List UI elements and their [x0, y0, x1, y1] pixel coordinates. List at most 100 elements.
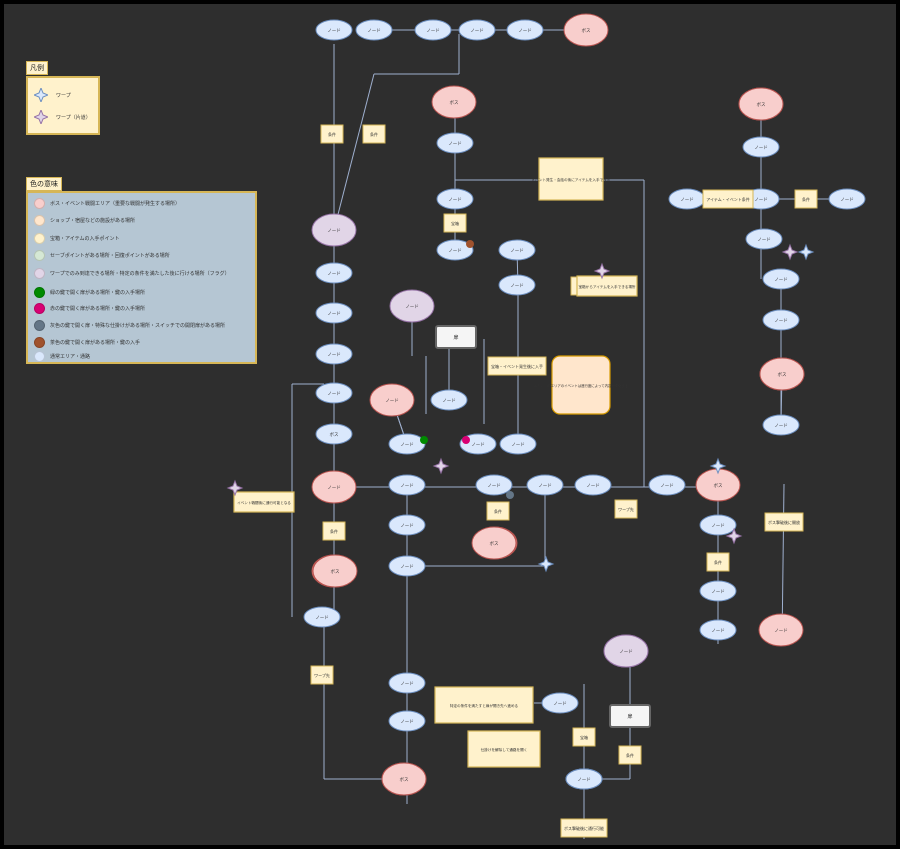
node-n28: ノード	[388, 474, 426, 496]
node-label: ノード	[400, 682, 414, 687]
node-n39: ノード	[699, 514, 737, 536]
legend-color-row: 緑の鍵で開く扉がある場所・鍵の入手場所	[34, 287, 145, 298]
key-dot	[466, 240, 474, 248]
legend-color-row: 通常エリア・通路	[34, 351, 90, 362]
orange-memo: メモ：このエリアのイベントは進行度によって内容が変化する	[534, 355, 629, 415]
node-label: ノード	[400, 524, 414, 529]
node-label: ノード	[511, 443, 525, 448]
node-label: ノード	[754, 198, 768, 203]
big-note-b1: イベント発生・会話の後にアイテムを入手できる	[532, 157, 611, 201]
note-label: ワープ先	[618, 506, 634, 512]
node-label: ノード	[400, 720, 414, 725]
door-box-label: 扉	[627, 713, 632, 720]
node-shape	[699, 580, 737, 602]
node-label: ノード	[510, 284, 524, 289]
color-swatch	[34, 287, 45, 298]
legend-color-label: 灰色の鍵で開く扉・特殊な仕掛けがある場所・スイッチでの開閉扉がある場所	[50, 323, 226, 329]
node-shape	[315, 343, 353, 365]
node-shape	[541, 692, 579, 714]
node-shape	[389, 289, 435, 323]
node-shape	[388, 710, 426, 732]
node-n12: ノード	[498, 274, 536, 296]
node-shape	[762, 309, 800, 331]
legend-color-label: 宝箱・アイテムの入手ポイント	[50, 236, 120, 242]
edge-line	[333, 73, 375, 231]
note-t9: ボス撃破後に開放	[764, 512, 804, 532]
node-label: ボス	[450, 99, 459, 106]
legend-color-label: セーブポイントがある場所・回復ポイントがある場所	[50, 253, 170, 259]
node-label: ボス	[582, 27, 591, 34]
node-n50: ノード	[745, 228, 783, 250]
node-shape	[388, 672, 426, 694]
one-way-warp-icon	[34, 110, 48, 124]
note-label: 条件	[714, 559, 722, 565]
node-n33: ノード	[574, 474, 612, 496]
node-label: ノード	[577, 778, 591, 783]
note-box	[487, 356, 547, 376]
node-n53: ノード	[762, 309, 800, 331]
node-shape	[436, 188, 474, 210]
node-label: ボス	[490, 540, 499, 547]
door-box-g1: 扉	[435, 325, 477, 349]
node-n51: ノード	[762, 268, 800, 290]
node-n42: ノード	[758, 613, 804, 647]
node-n36: ノード	[388, 514, 426, 536]
node-shape	[762, 268, 800, 290]
note-label: 宝箱・イベント発生後に入手	[491, 363, 543, 369]
color-swatch	[34, 233, 45, 244]
note-box	[486, 501, 510, 521]
node-n23: ノード	[369, 383, 415, 417]
legend-colors-panel: ボス・イベント戦闘エリア（重要な戦闘が発生する場所） ショップ・宿屋などの施設が…	[26, 191, 257, 364]
note-t6: 条件	[486, 501, 510, 521]
big-note-box	[467, 730, 541, 768]
node-label: ノード	[774, 424, 788, 429]
note-t5: 条件	[322, 521, 346, 541]
node-n3: ノード	[414, 19, 452, 41]
node-shape	[471, 526, 517, 560]
node-n14: ノード	[315, 262, 353, 284]
node-n58: ノード	[388, 710, 426, 732]
node-n41: ノード	[699, 619, 737, 641]
legend-color-label: ワープでのみ到達できる場所・特定の条件を満たした後に行ける場所（フラグ）	[50, 271, 230, 277]
node-shape	[355, 19, 393, 41]
node-label: ノード	[327, 312, 341, 317]
node-shape	[475, 474, 513, 496]
node-label: ノード	[660, 484, 674, 489]
note-t4: 宝箱・イベント発生後に入手	[487, 356, 547, 376]
node-label: ノード	[757, 238, 771, 243]
note-box	[702, 189, 754, 209]
node-label: ノード	[680, 198, 694, 203]
key-dot	[506, 491, 514, 499]
node-label: ノード	[774, 319, 788, 324]
color-swatch	[34, 320, 45, 331]
legend-colors-title: 色の意味	[30, 180, 58, 188]
shapes: ノードノードノードノードノードボスボスノードノードノードノードノードノードノード…	[226, 13, 866, 838]
node-label: ボス	[714, 482, 723, 489]
node-label: ノード	[840, 198, 854, 203]
node-shape	[506, 19, 544, 41]
node-n25: ノード	[388, 433, 426, 455]
note-box	[443, 213, 467, 233]
note-label: 宝箱	[580, 734, 588, 740]
diagram-canvas: 凡例 ワープ ワープ（片道） 色の意味 ボス・イベント戦闘エリア（重要な戦闘が発…	[4, 4, 896, 845]
node-n54: ノード	[762, 414, 800, 436]
node-n9: ノード	[436, 188, 474, 210]
node-n17: ノード	[315, 382, 353, 404]
node-shape	[414, 19, 452, 41]
note-label: ボス撃破後に通行可能	[564, 825, 604, 831]
note-box	[362, 124, 386, 144]
orange-memo-label: メモ：このエリアのイベントは進行度によって内容が変化する	[534, 383, 629, 388]
node-label: ノード	[405, 305, 419, 310]
node-label: ノード	[711, 590, 725, 595]
node-shape	[312, 554, 358, 588]
node-n21: ノード	[303, 606, 341, 628]
node-n64: ノード	[565, 768, 603, 790]
note-label: 条件	[370, 131, 378, 137]
note-label: 条件	[328, 131, 336, 137]
node-label: ボス	[757, 101, 766, 108]
note-label: アイテム・イベント条件	[706, 196, 750, 202]
node-shape	[315, 382, 353, 404]
node-label: ノード	[442, 399, 456, 404]
node-shape	[436, 132, 474, 154]
node-n61: ノード	[603, 634, 649, 668]
